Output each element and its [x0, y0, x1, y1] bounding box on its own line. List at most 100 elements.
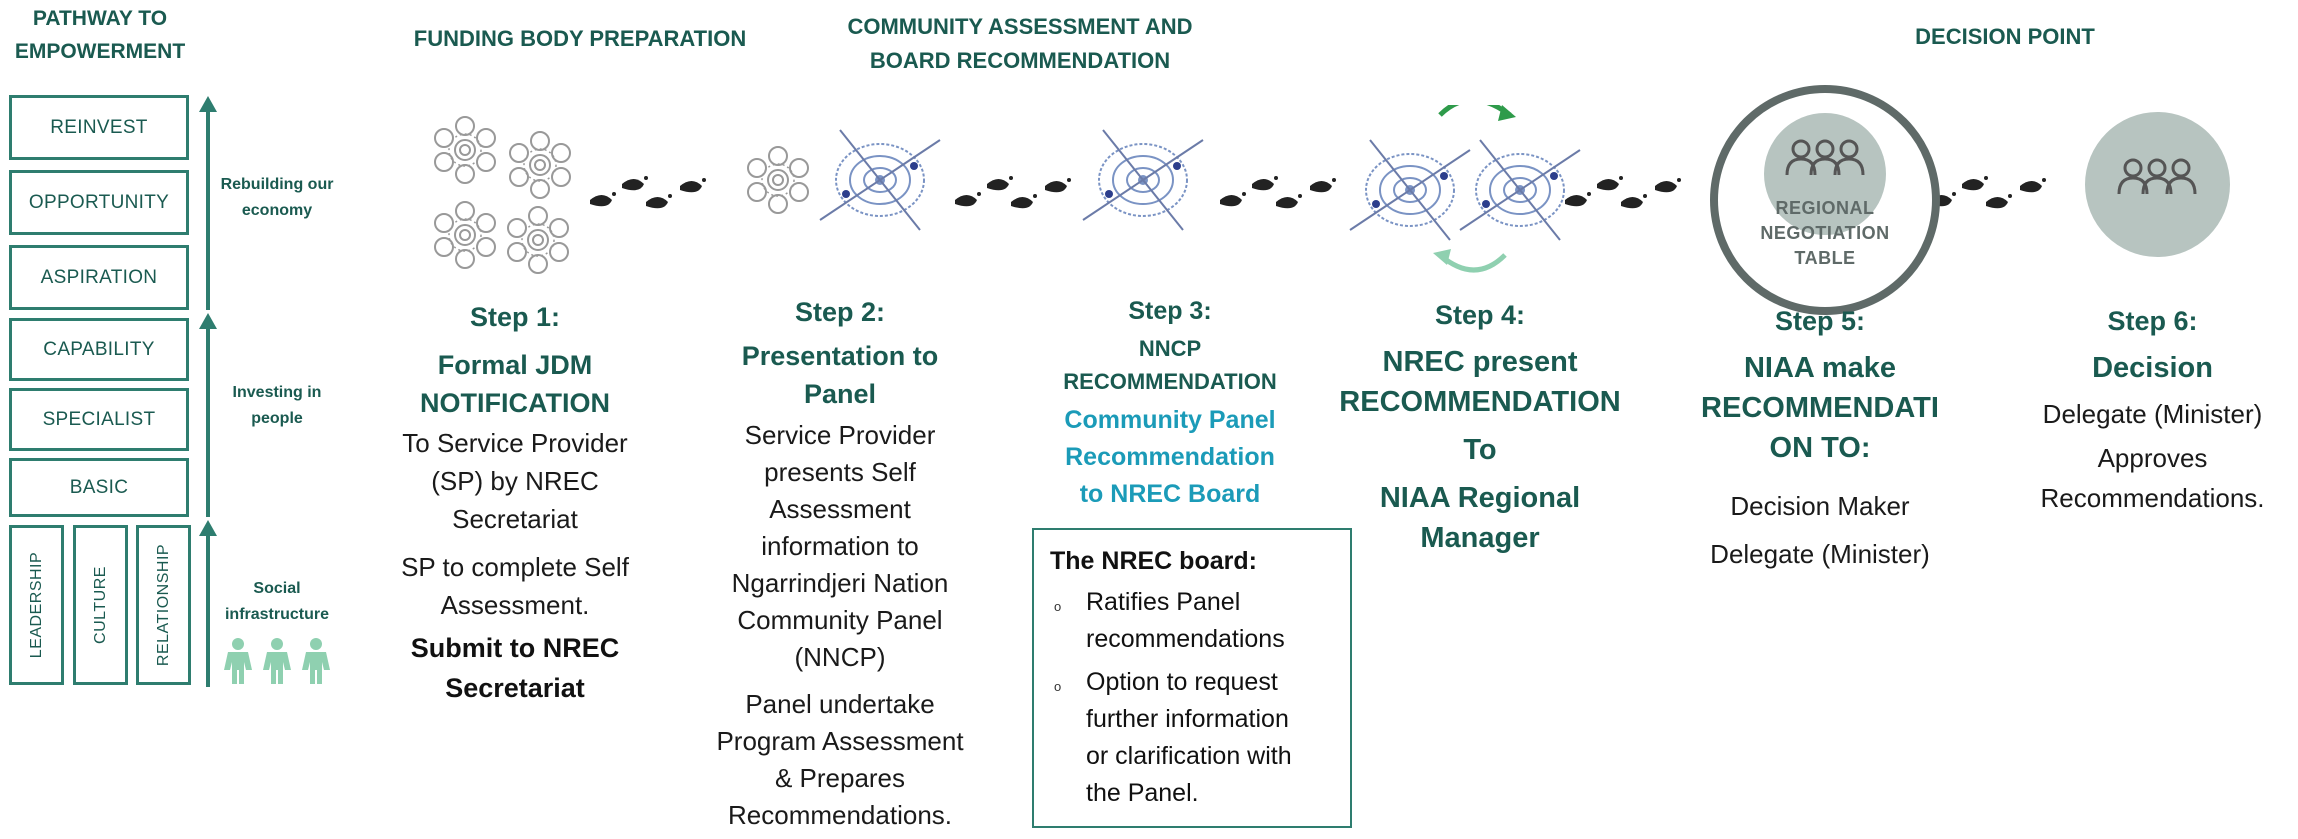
- body-line: Community Panel: [737, 605, 943, 635]
- step-2-title: Presentation to Panel: [700, 337, 980, 413]
- item-line: the Panel.: [1086, 779, 1199, 807]
- side-label-line: economy: [241, 202, 313, 219]
- step-1-submit: Submit to NREC Secretariat: [375, 628, 655, 708]
- body-line: & Prepares: [774, 763, 906, 793]
- title-line: Panel: [803, 379, 877, 409]
- shield-spear-icon: [819, 129, 941, 231]
- body-line: Assessment.: [440, 590, 590, 620]
- side-label-line: Investing in: [232, 384, 322, 401]
- side-label-line: infrastructure: [224, 606, 330, 623]
- rnt-label: REGIONAL NEGOTIATION TABLE: [1718, 196, 1932, 271]
- title-line: NOTIFICATION: [420, 388, 610, 418]
- pathway-title-line1: PATHWAY TO: [32, 7, 168, 30]
- item-line: Option to request: [1086, 668, 1278, 696]
- label-rebuilding-economy: Rebuilding our economy: [212, 172, 342, 224]
- title-line: To: [1463, 434, 1497, 466]
- title-line: Manager: [1420, 522, 1540, 554]
- level-specialist: SPECIALIST: [9, 388, 189, 451]
- step-4: Step 4: NREC present RECOMMENDATION To N…: [1320, 296, 1640, 558]
- step-2-body1: Service Provider presents Self Assessmen…: [700, 417, 980, 676]
- step-1-body1: To Service Provider (SP) by NREC Secreta…: [375, 424, 655, 538]
- dot-circle-flower-icon: [434, 201, 496, 269]
- title-line: ON TO:: [1769, 432, 1871, 464]
- step-2: Step 2: Presentation to Panel Service Pr…: [700, 293, 980, 834]
- step-2-body2: Panel undertake Program Assessment & Pre…: [700, 686, 980, 834]
- step-3-label: Step 3:: [1128, 297, 1212, 325]
- arrow-shaft: [206, 534, 210, 687]
- cyan-line: to NREC Board: [1079, 480, 1261, 508]
- bold-line: Submit to NREC: [410, 633, 620, 663]
- title-line: Presentation to: [741, 341, 939, 371]
- body-line: Service Provider: [744, 420, 936, 450]
- body-line: Secretariat: [452, 504, 578, 534]
- foundation-leadership: LEADERSHIP: [9, 525, 64, 685]
- regional-negotiation-table: REGIONAL NEGOTIATION TABLE: [1710, 85, 1940, 315]
- pathway-title-line2: EMPOWERMENT: [14, 40, 186, 63]
- body-line: Ngarrindjeri Nation: [731, 568, 949, 598]
- nrec-board-list: Ratifies Panel recommendations Option to…: [1050, 584, 1334, 812]
- dot-circle-flower-icon: [507, 206, 569, 274]
- arrow-shaft: [206, 110, 210, 310]
- arrow-up-icon: [199, 313, 217, 329]
- arrow-shaft: [206, 327, 210, 517]
- footprints-icon: [1220, 176, 1336, 209]
- step-6-title: Decision: [2092, 352, 2213, 384]
- step-4-label: Step 4:: [1434, 300, 1526, 330]
- cycle-arrow-icon: [1438, 105, 1512, 118]
- foundation-label: CULTURE: [91, 566, 109, 644]
- step-1-label: Step 1:: [469, 302, 561, 332]
- level-aspiration: ASPIRATION: [9, 245, 189, 310]
- footprints-icon: [1930, 176, 2046, 209]
- rnt-line: TABLE: [1794, 248, 1856, 268]
- rnt-inner-circle: [1764, 113, 1886, 235]
- step-6: Step 6: Decision Delegate (Minister) App…: [2010, 302, 2295, 520]
- step-5-title: NIAA make RECOMMENDATI ON TO:: [1670, 348, 1970, 468]
- process-icon-row: [434, 105, 2046, 274]
- phase-funding-body: FUNDING BODY PREPARATION: [413, 26, 747, 51]
- title-line: NIAA Regional: [1379, 482, 1581, 514]
- cyan-line: Recommendation: [1065, 443, 1275, 471]
- side-label-line: Rebuilding our: [220, 176, 334, 193]
- item-line: recommendations: [1086, 625, 1285, 653]
- title-line: NREC present: [1382, 346, 1578, 378]
- title-line: RECOMMENDATION: [1339, 386, 1621, 418]
- step-1-body2: SP to complete Self Assessment.: [375, 548, 655, 624]
- body-line: SP to complete Self: [401, 552, 629, 582]
- dot-circle-flower-icon: [434, 116, 496, 184]
- title-line: Formal JDM: [437, 350, 593, 380]
- body-line: Assessment: [769, 494, 911, 524]
- cycle-arrow-icon: [1438, 253, 1507, 273]
- shield-spear-icon: [1459, 139, 1581, 241]
- dot-circle-flower-icon: [747, 146, 809, 214]
- foundation-label: RELATIONSHIP: [154, 543, 172, 667]
- body-line: presents Self: [764, 457, 916, 487]
- level-basic: BASIC: [9, 458, 189, 517]
- phase-line: BOARD RECOMMENDATION: [869, 48, 1171, 73]
- level-opportunity: OPPORTUNITY: [9, 170, 189, 235]
- foundation-relationship: RELATIONSHIP: [136, 525, 191, 685]
- body-line: Program Assessment: [716, 726, 964, 756]
- step-3-cyan: Community Panel Recommendation to NREC B…: [1030, 402, 1310, 513]
- phase-community-assessment: COMMUNITY ASSESSMENT AND BOARD RECOMMEND…: [820, 10, 1220, 78]
- step-6-body: Delegate (Minister) Approves Recommendat…: [2010, 392, 2295, 520]
- step-2-label: Step 2:: [794, 297, 886, 327]
- step-1: Step 1: Formal JDM NOTIFICATION To Servi…: [375, 298, 655, 708]
- people-group-icon: [2117, 158, 2197, 196]
- step-6-label: Step 6:: [2107, 306, 2198, 336]
- side-label-line: Social: [253, 580, 301, 597]
- body-line: To Service Provider: [402, 428, 628, 458]
- title-line: NNCP: [1138, 336, 1202, 361]
- phase-line: COMMUNITY ASSESSMENT AND: [847, 14, 1193, 39]
- body-line: (NNCP): [794, 642, 886, 672]
- body-line: Recommendations.: [2040, 483, 2265, 513]
- body-line: Approves: [2097, 443, 2208, 473]
- bold-line: Secretariat: [445, 673, 585, 703]
- level-capability: CAPABILITY: [9, 318, 189, 381]
- body-line: Delegate (Minister): [1710, 539, 1930, 569]
- step-3: Step 3: NNCP RECOMMENDATION Community Pa…: [1030, 292, 1310, 513]
- body-line: Delegate (Minister): [2042, 399, 2263, 429]
- footprints-icon: [955, 176, 1071, 209]
- shield-spear-icon: [1349, 139, 1471, 241]
- footprints-icon: [590, 176, 706, 209]
- pathway-title: PATHWAY TO EMPOWERMENT: [0, 2, 200, 68]
